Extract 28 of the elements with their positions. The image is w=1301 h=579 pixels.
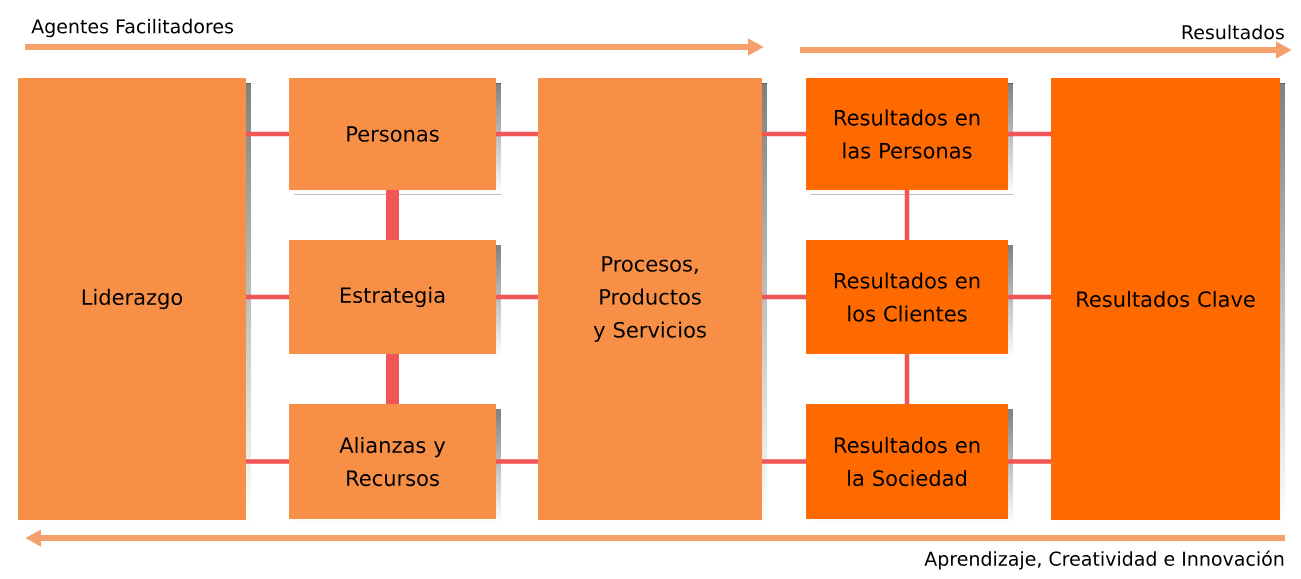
process-box: Procesos, Productos y Servicios xyxy=(538,78,767,525)
connector-line xyxy=(1008,131,1051,137)
connector-line xyxy=(386,354,399,404)
connector-line xyxy=(762,131,806,137)
section-label: Agentes Facilitadores xyxy=(31,18,234,38)
connector-line xyxy=(496,294,538,300)
connector-line xyxy=(904,190,910,240)
connector-line xyxy=(246,294,289,300)
connector-line xyxy=(386,190,399,240)
connector-line xyxy=(904,354,910,404)
connector-line xyxy=(496,131,538,137)
section-label: Resultados xyxy=(1182,24,1284,40)
connector-line xyxy=(762,459,806,464)
process-box: Resultados en la Sociedad xyxy=(806,404,1013,524)
process-box: Resultados en los Clientes xyxy=(806,240,1013,359)
connector-line xyxy=(1008,294,1051,300)
connector-line xyxy=(1008,459,1051,464)
connector-line xyxy=(762,294,806,300)
section-label: Aprendizaje, Creatividad e Innovación xyxy=(924,550,1284,570)
process-box: Estrategia xyxy=(289,240,501,359)
connector-line xyxy=(246,459,289,464)
process-box: Liderazgo xyxy=(18,78,251,525)
process-box: Resultados en las Personas xyxy=(806,78,1013,195)
process-box: Resultados Clave xyxy=(1051,78,1285,525)
process-box: Personas xyxy=(289,78,501,195)
process-box: Alianzas y Recursos xyxy=(289,404,501,524)
connector-line xyxy=(496,459,538,464)
connector-line xyxy=(246,131,289,137)
